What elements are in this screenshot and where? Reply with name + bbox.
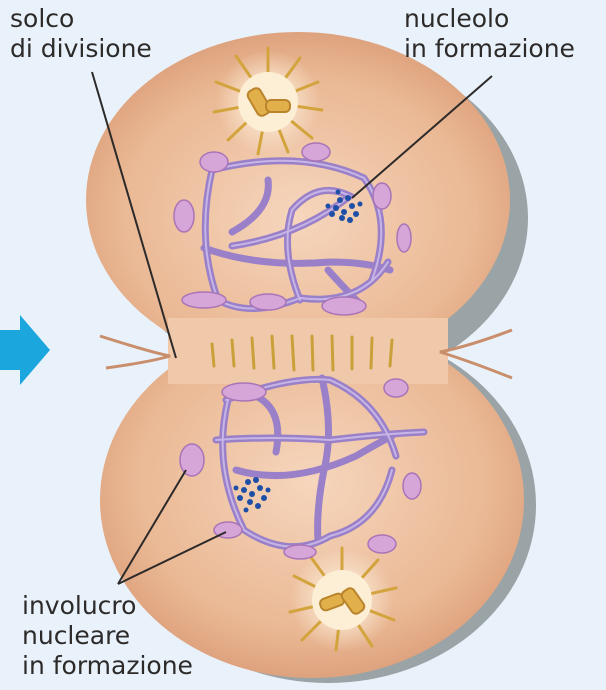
label-division-furrow-line1: solco bbox=[10, 4, 75, 33]
leader-line-furrow bbox=[91, 71, 177, 359]
label-nucleolus-line1: nucleolo bbox=[404, 4, 510, 33]
nucleolus-bottom bbox=[233, 477, 271, 513]
label-nuclear-envelope-line1: involucro bbox=[22, 591, 137, 620]
envelope-fragments-top bbox=[173, 142, 412, 316]
cleavage-bridge bbox=[168, 318, 448, 384]
spindle-midzone bbox=[210, 334, 394, 372]
leader-line-envelope-2 bbox=[117, 531, 227, 585]
leader-lines bbox=[91, 71, 493, 585]
label-nuclear-envelope-line3: in formazione bbox=[22, 651, 193, 680]
label-division-furrow: solco di divisione bbox=[10, 4, 152, 64]
label-nucleolus: nucleolo in formazione bbox=[404, 4, 575, 64]
label-nuclear-envelope-line2: nucleare bbox=[22, 621, 131, 650]
daughter-cell-bottom bbox=[100, 322, 524, 678]
label-nucleolus-line2: in formazione bbox=[404, 34, 575, 63]
leader-line-envelope-1 bbox=[117, 469, 187, 585]
nucleolus-top bbox=[325, 189, 363, 223]
centrosome-bottom bbox=[288, 546, 398, 652]
label-nuclear-envelope: involucro nucleare in formazione bbox=[22, 591, 193, 681]
leader-line-nucleolus bbox=[351, 75, 493, 199]
centrosome-top bbox=[212, 46, 324, 156]
cleavage-furrow-left bbox=[99, 334, 171, 370]
chromosomes-top-highlight bbox=[204, 159, 389, 310]
label-division-furrow-line2: di divisione bbox=[10, 34, 152, 63]
cleavage-furrow-right bbox=[439, 328, 513, 380]
envelope-fragments-bottom bbox=[179, 378, 422, 560]
arrow-right-icon bbox=[0, 315, 50, 385]
